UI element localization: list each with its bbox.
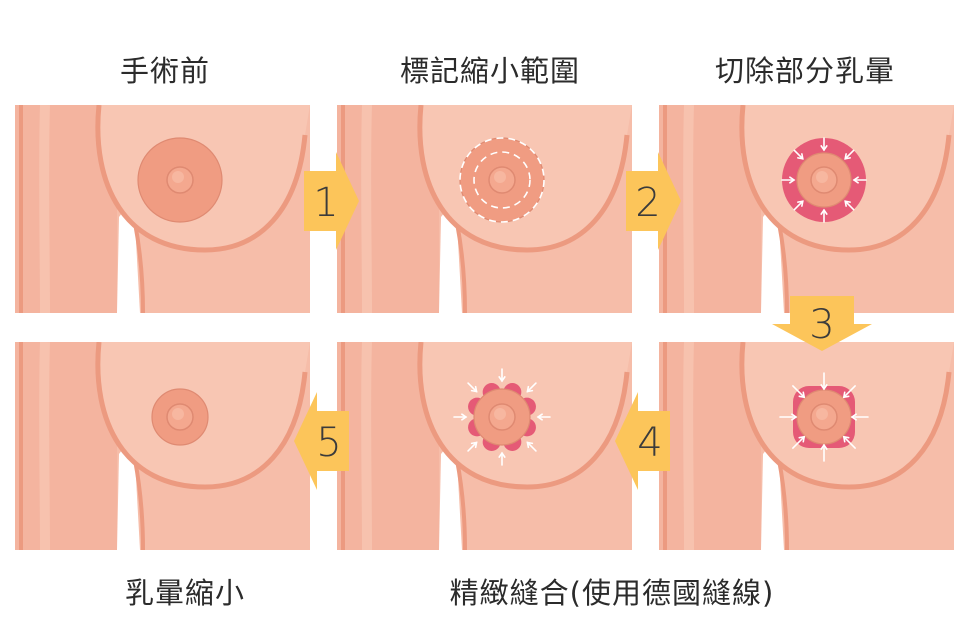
label-excised: 切除部分乳暈 — [714, 54, 896, 88]
torso-edge — [455, 222, 467, 314]
step-arrow-2: 2 — [626, 152, 681, 250]
breast-outline — [417, 341, 630, 490]
outer-marking-line — [459, 137, 545, 223]
inward-arrow-icon — [536, 413, 551, 421]
armpit-gap — [761, 449, 784, 550]
inward-arrow-icon — [792, 385, 806, 399]
step-number: 1 — [313, 180, 338, 226]
inward-arrow-icon — [820, 443, 828, 462]
label-before: 手術前 — [119, 54, 211, 88]
panel-excised — [659, 104, 954, 314]
breast-outline — [417, 104, 630, 253]
label-marked: 標記縮小範圍 — [399, 54, 581, 88]
torso-edge — [777, 222, 789, 314]
inward-arrow-icon — [467, 441, 478, 452]
arrow-left-icon — [615, 392, 670, 490]
step-arrow-3: 3 — [772, 296, 872, 351]
arrow-left-icon — [294, 392, 349, 490]
inward-arrow-icon — [852, 176, 867, 184]
torso-edge — [133, 459, 145, 551]
inward-arrow-icon — [793, 200, 804, 211]
label-sutured: 精緻縫合(使用德國縫線) — [449, 576, 775, 610]
step-number: 5 — [316, 420, 341, 466]
step-arrow-4: 4 — [615, 392, 670, 490]
arrow-right-icon — [626, 152, 681, 250]
breast-outline — [739, 341, 952, 490]
armpit-gap — [117, 212, 140, 313]
step-number: 2 — [635, 180, 660, 226]
inward-arrow-icon — [498, 368, 506, 383]
inward-arrow-icon — [526, 441, 537, 452]
inward-arrow-icon — [793, 149, 804, 160]
inward-arrow-icon — [842, 385, 856, 399]
step-number: 4 — [637, 420, 662, 466]
step-number: 3 — [809, 302, 834, 348]
label-reduced: 乳暈縮小 — [124, 576, 246, 610]
inner-marking-line — [473, 151, 531, 209]
inward-arrow-icon — [526, 382, 537, 393]
armpit-gap — [439, 449, 462, 550]
inward-arrow-icon — [844, 200, 855, 211]
panel-marked — [337, 104, 632, 314]
inward-arrow-icon — [820, 372, 828, 391]
inward-arrow-icon — [779, 413, 798, 421]
armpit-gap — [439, 212, 462, 313]
panel-sutured — [337, 341, 632, 551]
panel-reduced — [15, 341, 311, 551]
inward-arrow-icon — [498, 451, 506, 466]
inward-arrow-icon — [820, 137, 828, 152]
panel-before — [15, 104, 311, 314]
inward-arrow-icon — [453, 413, 468, 421]
inward-arrow-icon — [844, 149, 855, 160]
breast-outline — [95, 104, 308, 253]
breast-outline — [739, 104, 952, 253]
breast-outline — [95, 341, 308, 490]
step-arrow-5: 5 — [294, 392, 349, 490]
step-arrow-1: 1 — [304, 152, 359, 250]
torso-edge — [777, 459, 789, 551]
torso-edge — [133, 222, 145, 314]
inward-arrow-icon — [467, 382, 478, 393]
inward-arrow-icon — [820, 208, 828, 223]
arrow-right-icon — [304, 152, 359, 250]
inward-arrow-icon — [792, 435, 806, 449]
inward-arrow-icon — [842, 435, 856, 449]
inward-arrow-icon — [781, 176, 796, 184]
panel-excised-closing — [659, 341, 954, 551]
arrow-down-icon — [772, 296, 872, 351]
armpit-gap — [117, 449, 140, 550]
armpit-gap — [761, 212, 784, 313]
torso-edge — [455, 459, 467, 551]
inward-arrow-icon — [850, 413, 869, 421]
